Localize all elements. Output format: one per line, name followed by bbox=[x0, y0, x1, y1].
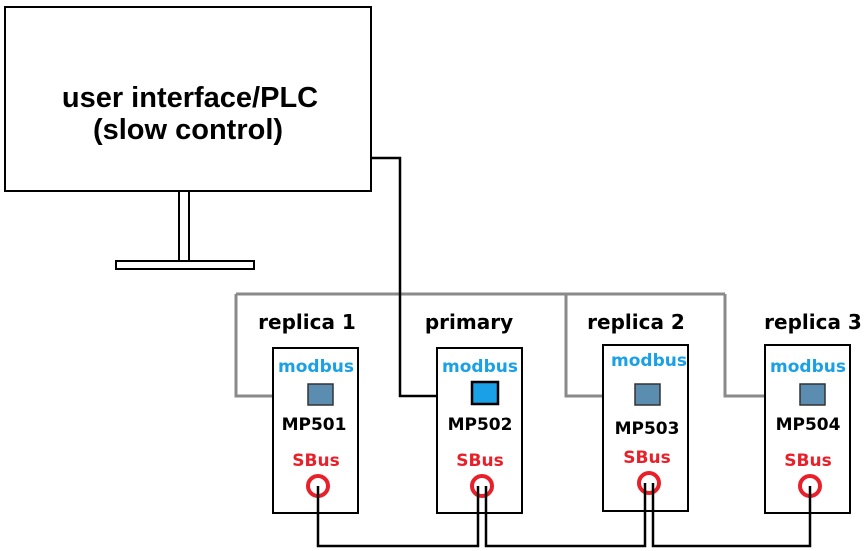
modbus-label: modbus bbox=[770, 357, 846, 377]
device-label: MP503 bbox=[615, 419, 680, 439]
modbus-port-icon bbox=[307, 383, 334, 406]
modbus-port-icon bbox=[470, 380, 500, 406]
sbus-label: SBus bbox=[784, 451, 831, 471]
device-label: MP504 bbox=[776, 415, 841, 435]
sbus-label: SBus bbox=[456, 451, 503, 471]
sbus-cable-right bbox=[651, 483, 812, 548]
monitor-title-line1: user interface/PLC bbox=[62, 82, 318, 114]
node-replica-1: replica 1 modbus MP501 SBus bbox=[258, 310, 359, 514]
modbus-port-icon bbox=[799, 383, 826, 406]
modbus-label: modbus bbox=[442, 357, 518, 377]
monitor-screen bbox=[4, 6, 372, 192]
node-replica-3: replica 3 modbus MP504 SBus bbox=[764, 310, 862, 514]
node-title: replica 1 bbox=[258, 310, 356, 334]
device-label: MP501 bbox=[282, 415, 347, 435]
sbus-cable bbox=[316, 483, 812, 548]
monitor: user interface/PLC (slow control) bbox=[4, 6, 372, 270]
modbus-label: modbus bbox=[278, 357, 354, 377]
node-primary: primary modbus MP502 SBus bbox=[425, 310, 523, 514]
node-title: replica 3 bbox=[764, 310, 862, 334]
modbus-label: modbus bbox=[611, 351, 687, 371]
sbus-cable-middle bbox=[484, 483, 647, 548]
sbus-label: SBus bbox=[623, 448, 670, 468]
device-label: MP502 bbox=[448, 415, 513, 435]
node-title: replica 2 bbox=[587, 310, 685, 334]
node-title: primary bbox=[425, 310, 513, 334]
sbus-connector-icon bbox=[637, 471, 661, 495]
sbus-connector-icon bbox=[470, 474, 494, 498]
sbus-cable-upper bbox=[316, 486, 480, 548]
sbus-label: SBus bbox=[292, 451, 339, 471]
modbus-port-icon bbox=[634, 383, 661, 406]
monitor-base bbox=[115, 260, 255, 270]
monitor-title-line2: (slow control) bbox=[93, 114, 283, 146]
node-replica-2: replica 2 modbus MP503 SBus bbox=[587, 310, 689, 512]
monitor-stand bbox=[178, 190, 190, 262]
